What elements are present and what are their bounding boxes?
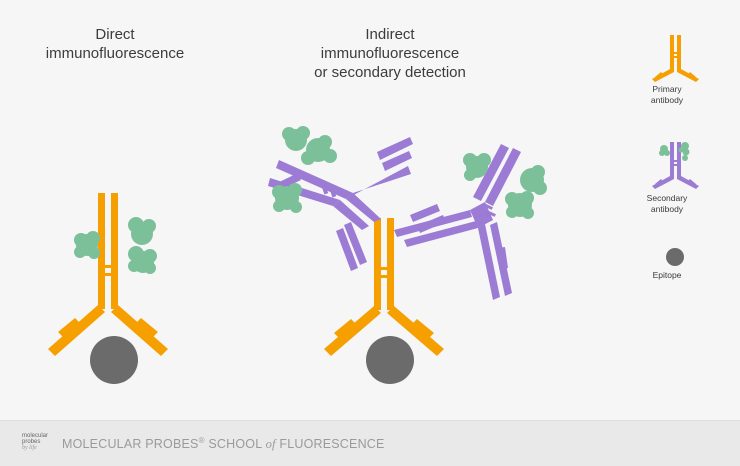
molecular-probes-logo: molecular probes by life xyxy=(22,433,54,455)
indirect-fluorophore-right-top xyxy=(463,153,491,181)
footer-bar: molecular probes by life MOLECULAR PROBE… xyxy=(0,420,740,466)
indirect-epitope xyxy=(366,336,414,384)
indirect-primary-antibody xyxy=(324,218,444,356)
indirect-fluorophore-left-top xyxy=(282,126,337,165)
footer-fluorescence: FLUORESCENCE xyxy=(275,437,385,452)
direct-fluorophore-right xyxy=(128,217,157,274)
indirect-fluorophore-right-bottom xyxy=(505,165,547,219)
legend-primary-antibody-icon xyxy=(652,35,699,82)
legend-label-epitope: Epitope xyxy=(652,270,682,280)
footer-of: of xyxy=(265,437,276,452)
indirect-secondary-antibody-left xyxy=(268,137,413,271)
logo-text-line2: probes xyxy=(22,439,41,445)
logo-mark-icon: by life xyxy=(22,445,37,451)
indirect-fluorophore-left-bottom xyxy=(272,183,302,213)
footer-registered-mark: ® xyxy=(198,436,205,445)
footer-school: SCHOOL xyxy=(204,437,266,452)
legend-label-secondary-antibody: Secondary antibody xyxy=(646,193,688,214)
title-indirect-immunofluorescence: Indirect immunofluorescence or secondary… xyxy=(314,26,466,81)
legend-epitope-icon xyxy=(666,248,684,266)
logo-text-line1: molecular xyxy=(22,433,49,439)
title-direct-immunofluorescence: Direct immunofluorescence xyxy=(45,26,185,62)
legend-secondary-antibody-icon xyxy=(652,142,699,189)
direct-fluorophore-left xyxy=(74,231,100,259)
indirect-secondary-antibody-right xyxy=(394,144,521,300)
direct-epitope xyxy=(90,336,138,384)
direct-primary-antibody xyxy=(48,193,168,356)
legend-label-primary-antibody: Primary antibody xyxy=(650,84,684,105)
footer-brand-text: MOLECULAR PROBES® SCHOOL of FLUORESCENCE xyxy=(62,436,385,452)
footer-brand: MOLECULAR PROBES xyxy=(62,437,199,452)
